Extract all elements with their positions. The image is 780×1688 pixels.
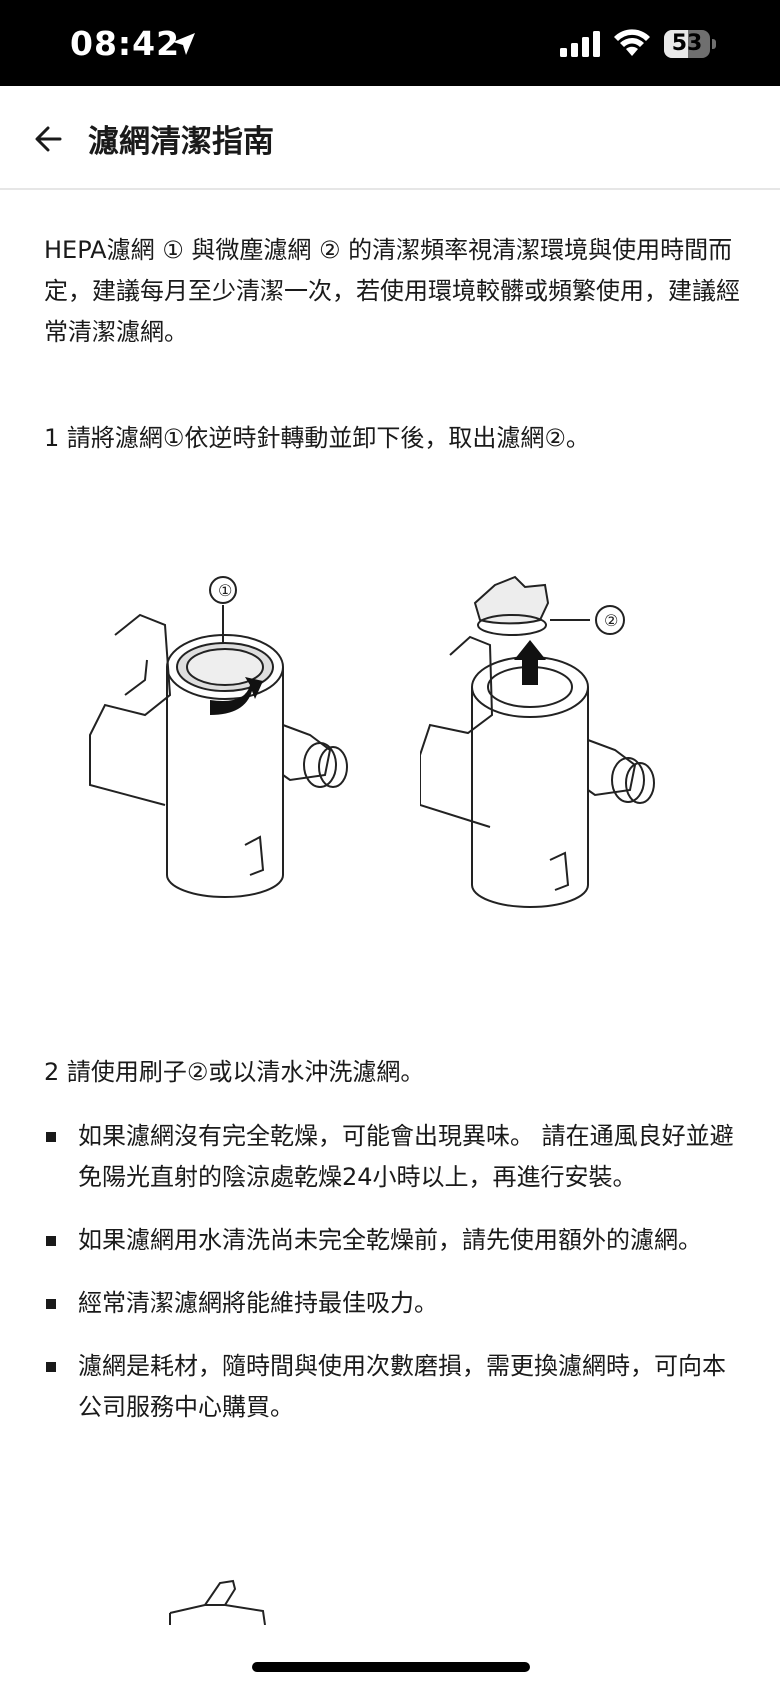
bullet-square-icon [46, 1362, 56, 1372]
list-item: 經常清潔濾網將能維持最佳吸力。 [44, 1283, 744, 1324]
page-title: 濾網清潔指南 [88, 124, 274, 160]
signal-bars-icon [560, 31, 600, 57]
brush-illustration [169, 1579, 266, 1625]
intro-text: HEPA濾網 ① 與微塵濾網 ② 的清潔頻率視清潔環境與使用時間而定，建議每月至… [44, 236, 740, 346]
bullet-text: 如果濾網沒有完全乾燥，可能會出現異味。 請在通風良好並避免陽光直射的陰涼處乾燥2… [78, 1122, 734, 1191]
intro-section: HEPA濾網 ① 與微塵濾網 ② 的清潔頻率視清潔環境與使用時間而定，建議每月至… [44, 230, 744, 353]
arrow-left-icon[interactable] [28, 116, 74, 162]
vacuum-hepa-filter-illustration: ① [89, 576, 348, 898]
location-arrow-icon [173, 33, 195, 55]
status-bar: 08:42 53 [0, 0, 780, 86]
list-item: 如果濾網沒有完全乾燥，可能會出現異味。 請在通風良好並避免陽光直射的陰涼處乾燥2… [44, 1116, 744, 1198]
bullet-square-icon [46, 1132, 56, 1142]
bullet-text: 濾網是耗材，隨時間與使用次數磨損，需更換濾網時，可向本公司服務中心購買。 [78, 1352, 726, 1421]
figure-label-right: ② [604, 611, 618, 630]
battery-body: 53 [664, 30, 710, 58]
vacuum-dust-filter-illustration: ② [420, 575, 655, 908]
list-item: 如果濾網用水清洗尚未完全乾燥前，請先使用額外的濾網。 [44, 1220, 744, 1261]
bullet-square-icon [46, 1236, 56, 1246]
home-indicator[interactable] [252, 1662, 530, 1672]
battery-icon: 53 [664, 30, 716, 58]
battery-cap [712, 39, 716, 49]
battery-level: 53 [671, 31, 703, 56]
app-header: 濾網清潔指南 [0, 86, 780, 190]
status-time: 08:42 [70, 24, 181, 63]
battery-fill [664, 30, 689, 58]
wifi-icon [614, 29, 650, 56]
bullet-text: 經常清潔濾網將能維持最佳吸力。 [78, 1289, 438, 1317]
figure-label-left: ① [218, 581, 232, 600]
step-1-text: 1 請將濾網①依逆時針轉動並卸下後，取出濾網②。 [44, 424, 590, 452]
list-item: 濾網是耗材，隨時間與使用次數磨損，需更換濾網時，可向本公司服務中心購買。 [44, 1346, 744, 1428]
notes-list: 如果濾網沒有完全乾燥，可能會出現異味。 請在通風良好並避免陽光直射的陰涼處乾燥2… [44, 1116, 744, 1450]
bullet-square-icon [46, 1299, 56, 1309]
step-2-text: 2 請使用刷子②或以清水沖洗濾網。 [44, 1058, 425, 1086]
bullet-text: 如果濾網用水清洗尚未完全乾燥前，請先使用額外的濾網。 [78, 1226, 702, 1254]
